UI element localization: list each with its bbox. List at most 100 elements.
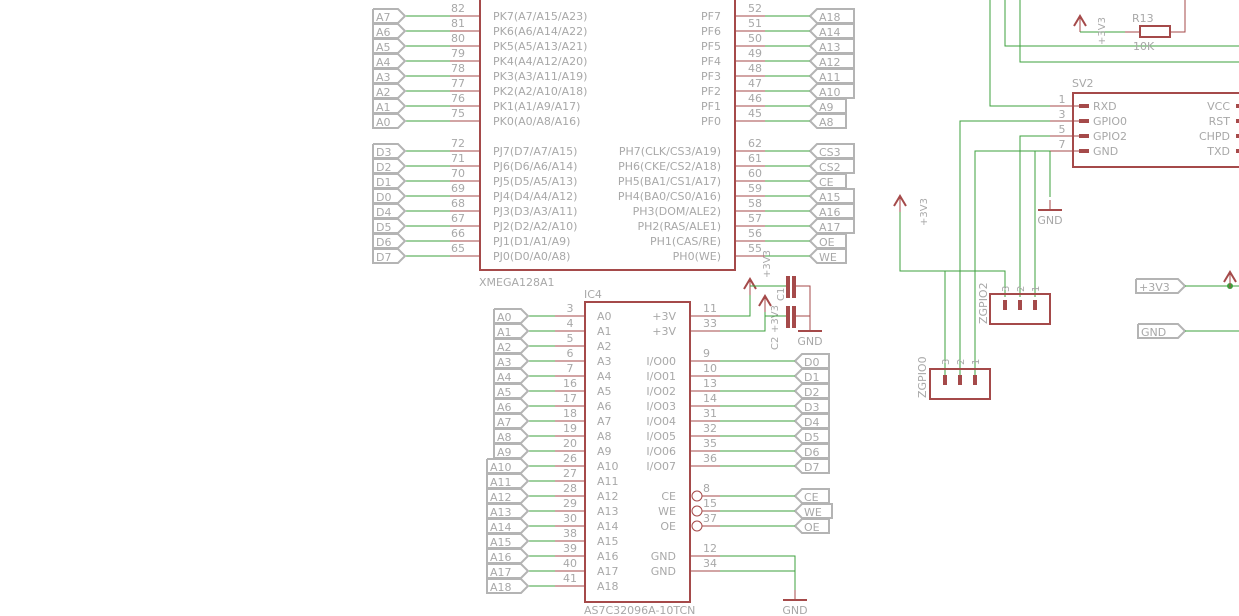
capacitor-c2-plate	[792, 306, 796, 328]
net-flag-d0[interactable]: D0	[794, 353, 830, 369]
pin-name: PH0(WE)	[673, 250, 721, 263]
net-flag-a2[interactable]: A2	[372, 83, 407, 99]
net-flag-a12[interactable]: A12	[809, 53, 855, 69]
net-flag-a1[interactable]: A1	[493, 323, 530, 339]
net-flag-a14[interactable]: A14	[809, 23, 855, 39]
net-flag-outline	[1137, 323, 1187, 339]
net-flag-d3[interactable]: D3	[372, 143, 407, 159]
net-flag-a14[interactable]: A14	[486, 518, 530, 534]
net-flag-a4[interactable]: A4	[493, 368, 530, 384]
net-flag-a16[interactable]: A16	[486, 548, 530, 564]
pin-name: +3V	[652, 325, 676, 338]
pin-number: 37	[703, 512, 717, 525]
net-flag-a0[interactable]: A0	[493, 308, 530, 324]
net-flag-a3[interactable]: A3	[372, 68, 407, 84]
wire-3v-pin11	[720, 285, 751, 317]
net-flag-a6[interactable]: A6	[493, 398, 530, 414]
net-flag-a18[interactable]: A18	[809, 8, 855, 24]
net-flag-a10[interactable]: A10	[809, 83, 855, 99]
net-flag-a6[interactable]: A6	[372, 23, 407, 39]
net-flag-d6[interactable]: D6	[372, 233, 407, 249]
net-flag-d2[interactable]: D2	[794, 383, 830, 399]
net-flag-d0[interactable]: D0	[372, 188, 407, 204]
net-flag-we[interactable]: WE	[794, 503, 833, 519]
net-flag-d7[interactable]: D7	[372, 248, 407, 264]
net-flag-outline	[372, 173, 407, 189]
net-flag-a16[interactable]: A16	[809, 203, 855, 219]
net-flag-a1[interactable]: A1	[372, 98, 407, 114]
net-flag-ce[interactable]: CE	[809, 173, 847, 189]
net-flag-cs2[interactable]: CS2	[809, 158, 855, 174]
net-flag-d3[interactable]: D3	[794, 398, 830, 414]
net-flag-a7[interactable]: A7	[372, 8, 407, 24]
net-flag-a15[interactable]: A15	[486, 533, 530, 549]
net-flag-gnd[interactable]: GND	[1137, 323, 1187, 339]
net-flag-ce[interactable]: CE	[794, 488, 830, 504]
net-flag-d5[interactable]: D5	[372, 218, 407, 234]
net-flag-a15[interactable]: A15	[809, 188, 855, 204]
net-flag-outline	[493, 443, 530, 459]
net-flag-outline	[809, 68, 855, 84]
net-flag-a10[interactable]: A10	[486, 458, 530, 474]
net-flag-a17[interactable]: A17	[809, 218, 855, 234]
pin-name: I/O06	[646, 445, 676, 458]
net-flag-d5[interactable]: D5	[794, 428, 830, 444]
net-flag-outline	[372, 83, 407, 99]
pin-number: 39	[563, 542, 577, 555]
pin-name: A1	[597, 325, 612, 338]
capacitor-c2-plate	[786, 306, 790, 328]
net-flag-d7[interactable]: D7	[794, 458, 830, 474]
net-flag-a8[interactable]: A8	[809, 113, 847, 129]
net-flag-d6[interactable]: D6	[794, 443, 830, 459]
net-flag-d4[interactable]: D4	[372, 203, 407, 219]
net-flag-label: A10	[819, 86, 841, 99]
net-flag-a8[interactable]: A8	[493, 428, 530, 444]
net-flag-oe[interactable]: OE	[794, 518, 830, 534]
net-flag-outline	[486, 578, 530, 594]
net-flag-outline	[493, 308, 530, 324]
net-flag-a18[interactable]: A18	[486, 578, 530, 594]
net-flag-3v3[interactable]: +3V3	[1135, 278, 1187, 294]
pin-number: 35	[703, 437, 717, 450]
net-flag-a0[interactable]: A0	[372, 113, 407, 129]
net-flag-a12[interactable]: A12	[486, 488, 530, 504]
net-flag-d1[interactable]: D1	[372, 173, 407, 189]
net-flag-label: WE	[819, 251, 837, 264]
net-flag-a11[interactable]: A11	[486, 473, 530, 489]
net-flag-d4[interactable]: D4	[794, 413, 830, 429]
net-flag-cs3[interactable]: CS3	[809, 143, 855, 159]
net-flag-a7[interactable]: A7	[493, 413, 530, 429]
net-flag-a9[interactable]: A9	[809, 98, 847, 114]
net-flag-a17[interactable]: A17	[486, 563, 530, 579]
net-flag-a11[interactable]: A11	[809, 68, 855, 84]
net-flag-label: A0	[497, 311, 512, 324]
net-flag-a13[interactable]: A13	[486, 503, 530, 519]
pin-pad	[1033, 300, 1037, 310]
net-flag-we[interactable]: WE	[809, 248, 847, 264]
net-flag-a5[interactable]: A5	[372, 38, 407, 54]
pin-number: 59	[748, 182, 762, 195]
pin-number: 14	[703, 392, 717, 405]
wire-gnd	[974, 150, 1050, 377]
net-flag-a4[interactable]: A4	[372, 53, 407, 69]
net-flag-a3[interactable]: A3	[493, 353, 530, 369]
net-flag-a5[interactable]: A5	[493, 383, 530, 399]
net-flag-a2[interactable]: A2	[493, 338, 530, 354]
net-flag-oe[interactable]: OE	[809, 233, 847, 249]
cap-supply-label: +3V3	[770, 305, 781, 333]
pin-name: A15	[597, 535, 619, 548]
net-flag-d1[interactable]: D1	[794, 368, 830, 384]
net-flag-a9[interactable]: A9	[493, 443, 530, 459]
net-flag-label: A3	[376, 71, 391, 84]
net-flag-label: A14	[490, 521, 512, 534]
net-flag-d2[interactable]: D2	[372, 158, 407, 174]
pin-name: A5	[597, 385, 612, 398]
net-flag-a13[interactable]: A13	[809, 38, 855, 54]
